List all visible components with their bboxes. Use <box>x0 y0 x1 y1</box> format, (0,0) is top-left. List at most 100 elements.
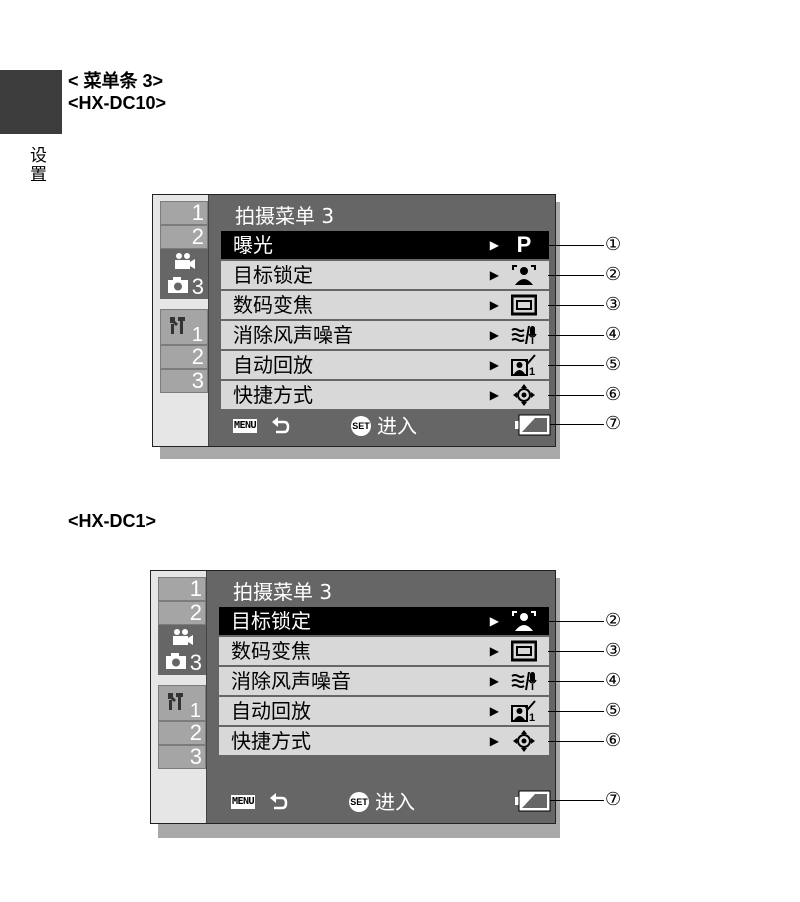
callout-line-5 <box>548 711 604 712</box>
sidebar-tab-2-label: 2 <box>189 600 202 625</box>
menu-item-digital-zoom[interactable]: 数码变焦 ▶ <box>221 291 549 320</box>
section-label: 设置 <box>26 146 46 184</box>
callout-5: ⑤ <box>605 700 622 721</box>
callout-6: ⑥ <box>605 384 622 405</box>
callout-line-7 <box>550 800 604 801</box>
arrow-right-icon: ▶ <box>489 614 499 628</box>
auto-review-icon: 1 <box>511 700 536 722</box>
return-icon[interactable] <box>269 792 289 812</box>
menu-title: 拍摄菜单 3 <box>235 204 335 228</box>
menu-item-label: 曝光 <box>233 233 273 257</box>
callout-line-6 <box>548 741 604 742</box>
callout-line-6 <box>548 395 604 396</box>
menu-item-label: 自动回放 <box>233 353 313 377</box>
shortcut-icon <box>513 730 535 752</box>
menu-item-label: 自动回放 <box>231 699 311 723</box>
shortcut-icon <box>513 384 535 406</box>
enter-label: 进入 <box>375 790 415 814</box>
digital-zoom-icon <box>511 640 537 662</box>
sidebar-tab-1-label: 1 <box>189 576 202 601</box>
menu-item-label: 消除风声噪音 <box>231 669 351 693</box>
arrow-right-icon: ▶ <box>489 704 499 718</box>
sidebar-tab-1[interactable]: 1 <box>160 201 208 225</box>
sidebar-tool-3[interactable]: 3 <box>158 745 206 769</box>
callout-5: ⑤ <box>605 354 622 375</box>
callout-7: ⑦ <box>605 413 622 434</box>
sidebar-tool-2[interactable]: 2 <box>160 345 208 369</box>
menu-item-target-lock[interactable]: 目标锁定 ▶ <box>219 607 549 636</box>
menu-item-wind-noise[interactable]: 消除风声噪音 ▶ <box>221 321 549 350</box>
callout-line-4 <box>548 681 604 682</box>
menu-item-wind-noise[interactable]: 消除风声噪音 ▶ <box>219 667 549 696</box>
menu-item-auto-review[interactable]: 自动回放 ▶ 1 <box>219 697 549 726</box>
camera-video-icon <box>173 629 193 645</box>
return-icon[interactable] <box>271 416 291 436</box>
screen-frame: 1 2 3 1 2 <box>150 570 556 824</box>
callout-3: ③ <box>605 640 622 661</box>
face-detect-icon <box>512 265 536 285</box>
exposure-mode-value: P <box>516 232 532 257</box>
sidebar-tab-1[interactable]: 1 <box>158 577 206 601</box>
set-button-badge[interactable]: SET <box>349 792 369 812</box>
menu-item-exposure[interactable]: 曝光 ▶ P <box>221 231 549 260</box>
arrow-right-icon: ▶ <box>489 238 499 252</box>
sidebar-tab-3-label: 3 <box>191 274 204 299</box>
sidebar-tab-2[interactable]: 2 <box>158 601 206 625</box>
section-tab <box>0 70 62 134</box>
sidebar-tool-1-label: 1 <box>189 700 201 722</box>
menu-item-label: 目标锁定 <box>231 609 311 633</box>
arrow-right-icon: ▶ <box>489 388 499 402</box>
sidebar-tab-3-active[interactable]: 3 <box>160 249 208 299</box>
callout-6: ⑥ <box>605 730 622 751</box>
arrow-right-icon: ▶ <box>489 328 499 342</box>
arrow-right-icon: ▶ <box>489 644 499 658</box>
callout-7: ⑦ <box>605 789 622 810</box>
sidebar-tool-2[interactable]: 2 <box>158 721 206 745</box>
heading-model-dc1: <HX-DC1> <box>68 511 157 531</box>
enter-label: 进入 <box>377 414 417 438</box>
arrow-right-icon: ▶ <box>489 734 499 748</box>
menu-button-badge[interactable]: MENU <box>233 419 258 433</box>
sidebar-tool-1[interactable]: 1 <box>160 309 208 346</box>
callout-line-5 <box>548 365 604 366</box>
sidebar-tab-1-label: 1 <box>191 200 204 225</box>
wind-noise-icon <box>511 325 537 345</box>
screen-frame: 1 2 3 1 2 <box>152 194 556 447</box>
callout-2: ② <box>605 264 622 285</box>
callout-4: ④ <box>605 324 622 345</box>
callout-line-3 <box>548 305 604 306</box>
menu-item-digital-zoom[interactable]: 数码变焦 ▶ <box>219 637 549 666</box>
sidebar-tab-2-label: 2 <box>191 224 204 249</box>
sidebar-tool-3-label: 3 <box>191 368 204 393</box>
sidebar-tool-3[interactable]: 3 <box>160 369 208 393</box>
menu-item-shortcut[interactable]: 快捷方式 ▶ <box>219 727 549 756</box>
menu-item-target-lock[interactable]: 目标锁定 ▶ <box>221 261 549 290</box>
callout-line-3 <box>548 651 604 652</box>
callout-4: ④ <box>605 670 622 691</box>
tools-icon <box>170 317 185 334</box>
sidebar-tab-2[interactable]: 2 <box>160 225 208 249</box>
battery-icon <box>515 414 551 436</box>
sidebar-tool-3-label: 3 <box>189 744 202 769</box>
menu-screen-dc10: 1 2 3 1 2 <box>152 194 560 459</box>
digital-zoom-icon <box>511 294 537 316</box>
callout-line-4 <box>548 335 604 336</box>
callout-line-7 <box>550 424 604 425</box>
camera-photo-icon <box>166 653 186 669</box>
menu-sidebar: 1 2 3 1 2 <box>151 571 207 823</box>
menu-item-shortcut[interactable]: 快捷方式 ▶ <box>221 381 549 410</box>
sidebar-tool-2-label: 2 <box>191 344 204 369</box>
callout-line-1 <box>548 245 604 246</box>
set-button-badge[interactable]: SET <box>351 416 371 436</box>
camera-video-icon <box>175 253 195 269</box>
menu-button-badge[interactable]: MENU <box>231 795 256 809</box>
arrow-right-icon: ▶ <box>489 268 499 282</box>
arrow-right-icon: ▶ <box>489 298 499 312</box>
menu-item-auto-review[interactable]: 自动回放 ▶ 1 <box>221 351 549 380</box>
svg-text:1: 1 <box>529 366 535 376</box>
sidebar-tool-1[interactable]: 1 <box>158 685 206 722</box>
arrow-right-icon: ▶ <box>489 674 499 688</box>
sidebar-tab-3-active[interactable]: 3 <box>158 625 206 675</box>
callout-line-2 <box>548 621 604 622</box>
menu-item-label: 目标锁定 <box>233 263 313 287</box>
